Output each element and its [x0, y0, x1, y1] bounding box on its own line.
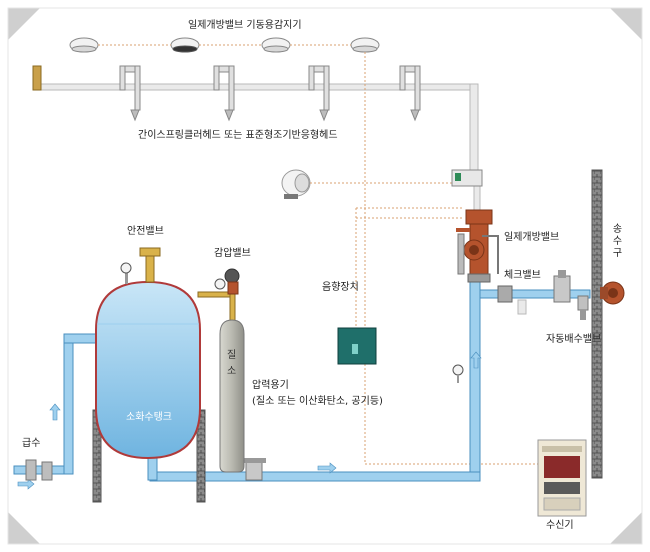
tank-label: 소화수탱크	[126, 412, 172, 423]
alarm-device-icon	[337, 327, 377, 365]
sprinkler-heads	[119, 65, 421, 122]
detector-icon	[261, 37, 291, 53]
fire-water-tank	[95, 280, 201, 460]
pressure-vessel-label: 압력용기	[252, 380, 289, 391]
auto-drain-valve-icon	[577, 295, 589, 320]
auto-drain-valve-label: 자동배수밸브	[546, 334, 602, 345]
deluge-valve-label: 일제개방밸브	[504, 232, 560, 243]
supply-valve-icon	[245, 461, 263, 481]
deluge-valve-assembly	[451, 169, 499, 283]
safety-valve-label: 안전밸브	[127, 226, 164, 237]
detector-signal-lines	[98, 44, 366, 464]
nitrogen-cylinder	[219, 319, 245, 473]
cylinder-text-bottom: 소	[227, 366, 237, 377]
page-border	[7, 7, 643, 545]
pressure-vessel-note: (질소 또는 이산화탄소, 공기등)	[252, 396, 383, 407]
inlet-valve-icon	[25, 459, 37, 481]
pressure-reducing-valve-icon	[197, 268, 240, 325]
alarm-device-label: 음향장치	[322, 282, 359, 293]
detector-icon	[170, 37, 200, 53]
sprinkler-label: 간이스프링클러헤드 또는 표준형조기반응형헤드	[138, 130, 338, 141]
pressure-reducing-valve-label: 감압밸브	[214, 248, 251, 259]
sprinkler-head-icon	[119, 65, 141, 122]
page-corner-marks	[8, 8, 642, 544]
sprinkler-head-icon	[399, 65, 421, 122]
alarm-signal-lines	[310, 182, 540, 465]
sprinkler-head-icon	[308, 65, 330, 122]
water-supply-label: 급수	[22, 438, 41, 449]
fire-dept-connection-label: 송수구	[612, 224, 623, 259]
receiver-label: 수신기	[546, 520, 574, 531]
tank-support	[196, 409, 206, 503]
detectors	[69, 37, 380, 53]
receiver-panel-icon	[537, 439, 587, 517]
check-valve-label: 체크밸브	[504, 270, 541, 281]
safety-valve-icon	[139, 247, 161, 283]
check-valve-icon	[497, 270, 571, 303]
bottom-pipe	[147, 451, 481, 482]
detector-icon	[69, 37, 99, 53]
fire-dept-connection-icon	[591, 169, 625, 479]
sprinkler-head-icon	[213, 65, 235, 122]
flow-arrows	[17, 351, 482, 490]
riser-pressure-gauge-icon	[452, 364, 464, 383]
end-valve	[32, 65, 42, 91]
cylinder-text-top: 질	[227, 350, 237, 361]
detector-label: 일제개방밸브 기동용감지기	[188, 20, 302, 31]
water-inlet	[13, 333, 99, 481]
tank-pressure-gauge-icon	[120, 262, 132, 284]
horn-icon	[281, 169, 311, 199]
detector-icon	[350, 37, 380, 53]
top-pipe	[32, 65, 479, 185]
